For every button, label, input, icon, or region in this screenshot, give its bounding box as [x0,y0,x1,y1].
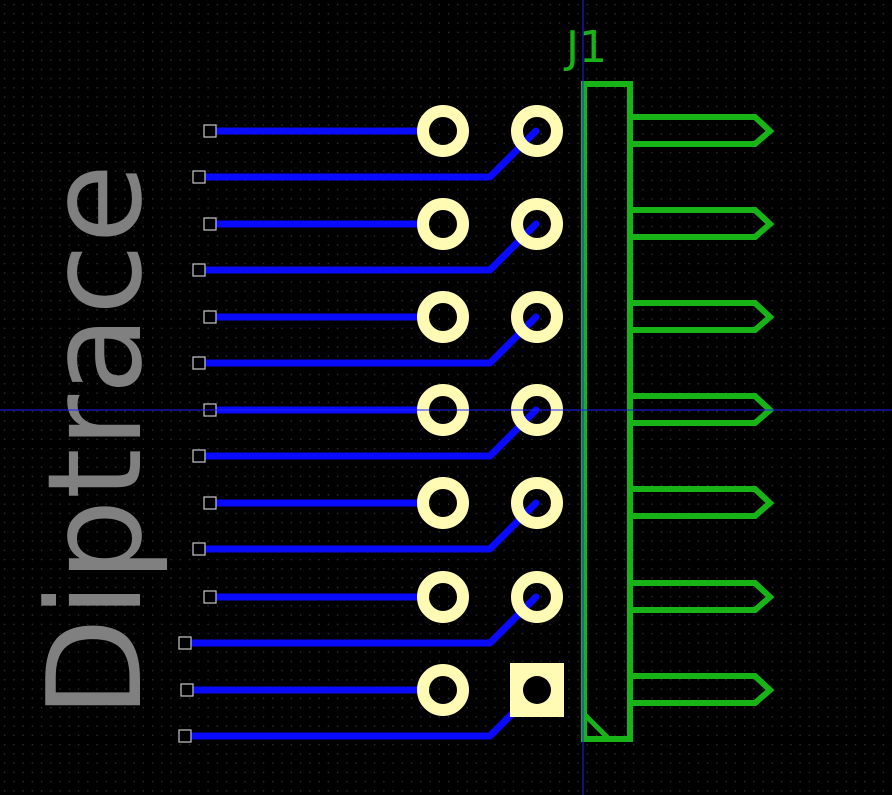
round-pad [417,291,469,343]
round-pad [511,477,563,529]
trace-end-pad [203,590,217,604]
trace-end-pad [180,683,194,697]
trace-end-pad [192,449,206,463]
trace-end-pad [192,542,206,556]
diptrace-logo-text: Diptrace [19,164,171,718]
round-pad [511,198,563,250]
pad-hole [523,676,551,704]
trace [196,406,540,460]
trace-end-pad [203,496,217,510]
trace-end-pad [178,729,192,743]
trace [182,593,540,647]
round-pad [417,477,469,529]
trace [196,499,540,553]
trace [196,127,540,181]
round-pad [417,664,469,716]
trace-end-pad [203,217,217,231]
component-ref-label[interactable]: J1 [563,22,607,73]
round-pad [417,571,469,623]
round-pad [511,291,563,343]
pin1-marker [582,712,611,741]
trace-end-pad [192,356,206,370]
round-pad [417,198,469,250]
connector-pin [632,486,775,519]
trace-end-pad [192,263,206,277]
trace-end-pad [178,636,192,650]
round-pad [511,571,563,623]
round-pad [417,105,469,157]
connector-pin [632,114,775,147]
round-pad [511,105,563,157]
trace [196,313,540,367]
trace [196,220,540,274]
connector-pin [632,207,775,240]
connector-pin [632,580,775,613]
trace-end-pad [192,170,206,184]
trace-end-pad [203,124,217,138]
connector-j1[interactable]: J1 [563,22,775,742]
trace-end-pad [203,310,217,324]
connector-pin [632,300,775,333]
connector-pin [632,673,775,706]
